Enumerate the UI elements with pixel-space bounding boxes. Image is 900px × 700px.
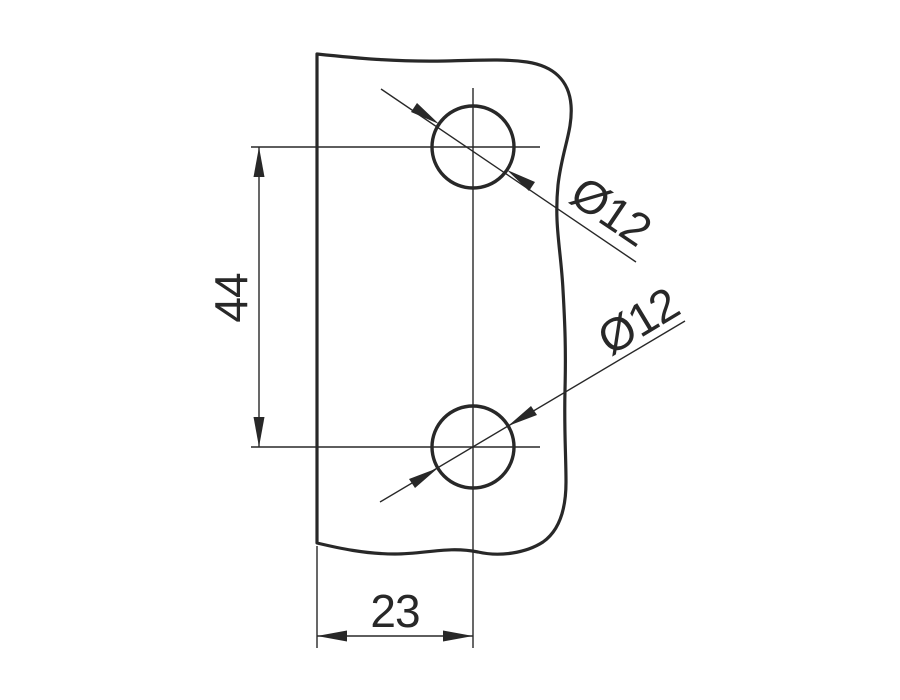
dim-label-23: 23 — [370, 585, 419, 637]
dia-label-bottom-hole: Ø12 — [589, 277, 688, 365]
arrowhead-top-hole-upperleft — [411, 103, 439, 124]
arrowhead-44-top — [253, 147, 265, 177]
arrowhead-44-bottom — [253, 417, 265, 447]
arrowhead-23-left — [317, 630, 347, 642]
dim-label-44: 44 — [205, 273, 257, 323]
arrowhead-23-right — [443, 630, 473, 642]
arrowhead-top-hole-lowerright — [507, 170, 535, 191]
arrowhead-bottom-hole-upperright — [508, 406, 537, 426]
plate-outline — [315, 52, 573, 556]
drawing-fills: 44 23 Ø12 Ø12 — [205, 103, 687, 642]
leader-line-top-hole — [380, 88, 637, 263]
dia-label-top-hole: Ø12 — [562, 166, 661, 256]
arrowhead-bottom-hole-lowerleft — [409, 468, 438, 488]
